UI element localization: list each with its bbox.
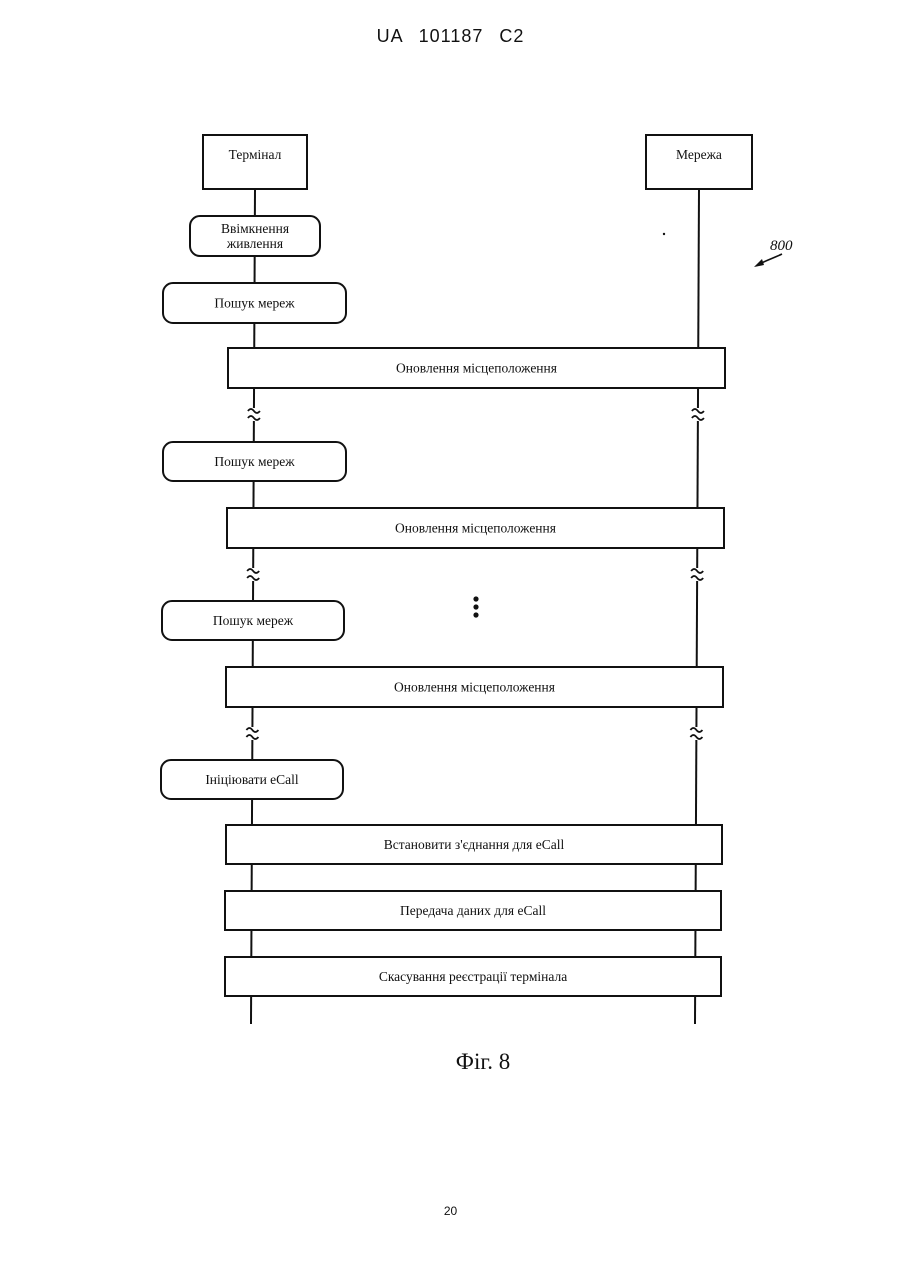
message-exchange-box: Оновлення місцеположення [226, 667, 723, 707]
terminal-action-box: Пошук мереж [163, 442, 346, 481]
step-label: Пошук мереж [214, 296, 295, 311]
terminal-entity-label: Термінал [229, 147, 282, 162]
message-exchange-box: Скасування реєстрації термінала [225, 957, 721, 996]
sequence-steps: ВвімкненняживленняПошук мережОновлення м… [161, 216, 725, 996]
network-break-icon [691, 569, 703, 580]
step-label: Скасування реєстрації термінала [379, 969, 567, 984]
network-break-icon [690, 728, 702, 739]
step-label: Оновлення місцеположення [394, 680, 555, 695]
reference-numeral-label: 800 [770, 238, 793, 254]
message-exchange-box: Оновлення місцеположення [228, 348, 725, 388]
network-break-icon [692, 409, 704, 420]
terminal-action-box: Ініціювати eCall [161, 760, 343, 799]
terminal-break-icon [247, 569, 259, 580]
terminal-break-icon [248, 409, 260, 420]
terminal-entity: Термінал [203, 135, 307, 189]
page-number: 20 [0, 1204, 901, 1218]
message-exchange-box: Встановити з'єднання для eCall [226, 825, 722, 864]
reference-arrowhead-icon [754, 259, 764, 267]
step-label: Оновлення місцеположення [395, 521, 556, 536]
step-label: Пошук мереж [214, 454, 295, 469]
step-label: Пошук мереж [213, 613, 294, 628]
network-entity: Мережа [646, 135, 752, 189]
message-exchange-box: Передача даних для eCall [225, 891, 721, 930]
reference-numeral: 800 [754, 238, 793, 267]
stray-mark [663, 233, 665, 235]
terminal-action-box: Пошук мереж [162, 601, 344, 640]
terminal-break-icon [246, 728, 258, 739]
step-label: Оновлення місцеположення [396, 361, 557, 376]
step-label: Встановити з'єднання для eCall [384, 837, 565, 852]
step-label: Ввімкнення [221, 221, 289, 236]
network-entity-label: Мережа [676, 147, 722, 162]
figure-caption: Фіг. 8 [456, 1049, 510, 1074]
vertical-ellipsis-icon [473, 596, 478, 617]
step-label: Ініціювати eCall [205, 772, 299, 787]
terminal-action-box: Пошук мереж [163, 283, 346, 323]
step-label: живлення [226, 236, 283, 251]
message-exchange-box: Оновлення місцеположення [227, 508, 724, 548]
terminal-action-box: Ввімкненняживлення [190, 216, 320, 256]
step-label: Передача даних для eCall [400, 903, 546, 918]
